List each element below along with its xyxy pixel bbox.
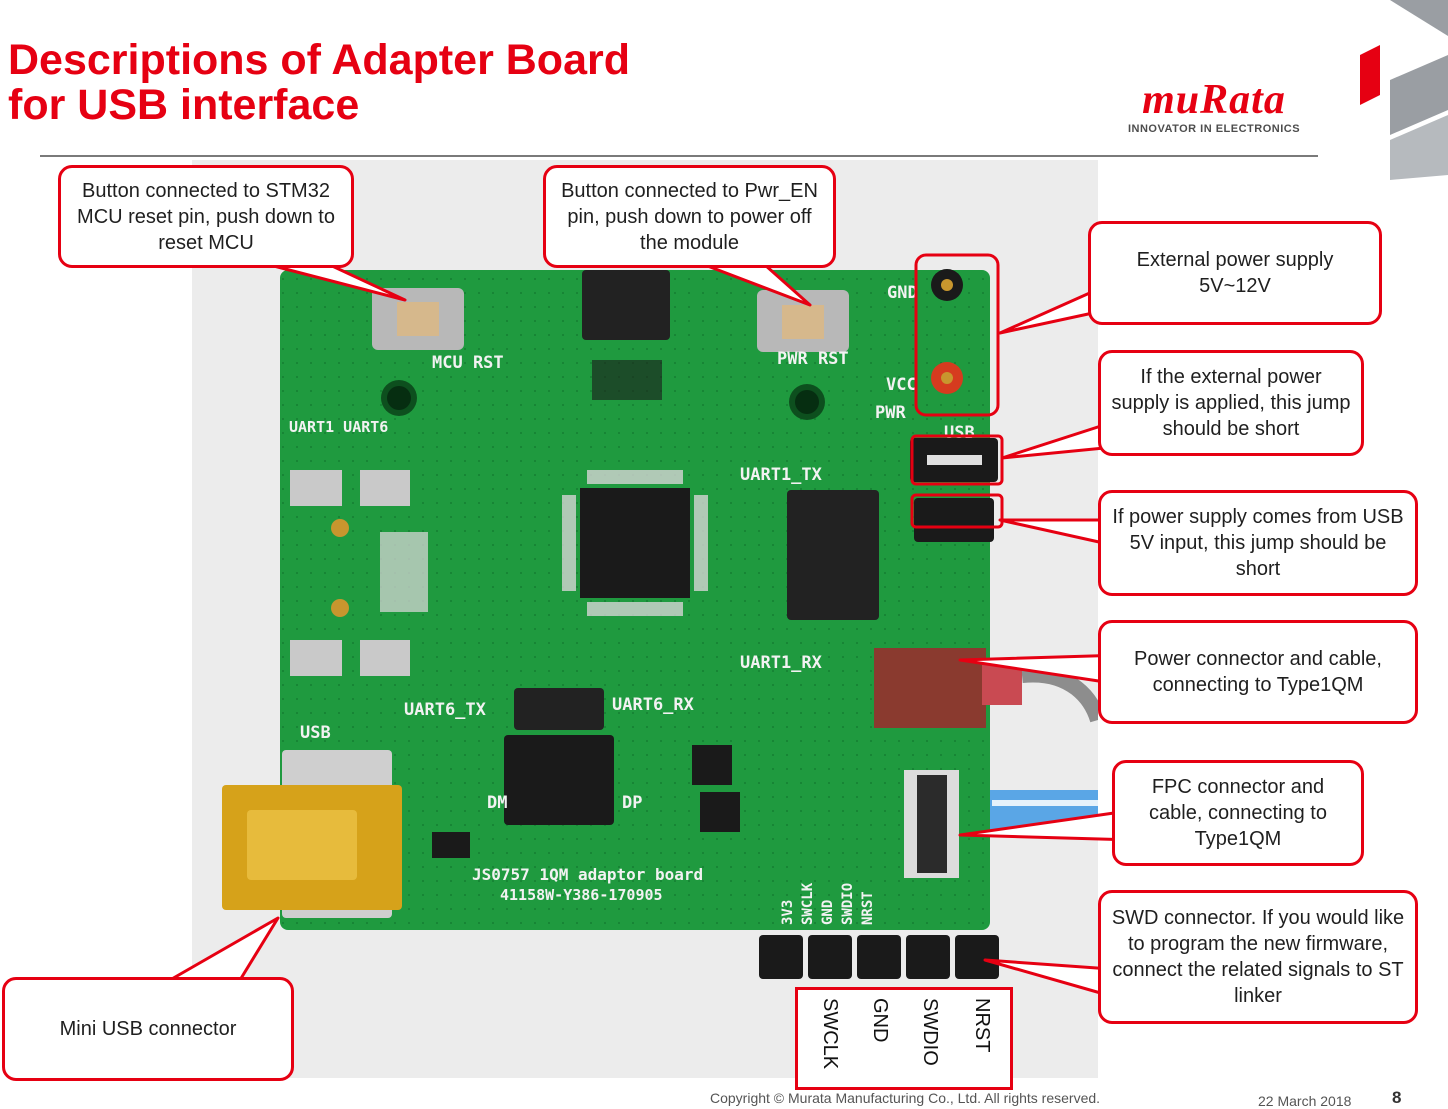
silk-swd-gnd: GND [820,900,836,925]
silk-uart6-rx: UART6_RX [612,695,695,715]
swd-label-nrst: NRST [971,998,993,1053]
callout-external-power: External power supply 5V~12V [1088,221,1382,325]
silk-pwr-rst: PWR RST [777,349,849,369]
page-number: 8 [1392,1088,1402,1107]
callout-external-jumper: If the external power supply is applied,… [1098,350,1364,456]
swd-label-swclk: SWCLK [819,998,841,1070]
silk-swd-swdio: SWDIO [840,883,856,925]
callout-mini-usb: Mini USB connector [2,977,294,1081]
murata-logo: muRata INNOVATOR IN ELECTRONICS [1108,77,1320,140]
silk-uart6-tx: UART6_TX [404,700,487,720]
silk-dm: DM [487,793,507,813]
silk-uart1-rx: UART1_RX [740,653,823,673]
callout-pwr-en: Button connected to Pwr_EN pin, push dow… [543,165,836,268]
logo-wordmark: muRata [1142,77,1286,123]
silk-board-code: 41158W-Y386-170905 [500,886,663,904]
callout-fpc-connector: FPC connector and cable, connecting to T… [1112,760,1364,866]
logo-tagline: INNOVATOR IN ELECTRONICS [1127,123,1301,135]
footer-date: 22 March 2018 [1258,1093,1352,1109]
title-line-1: Descriptions of Adapter Board [8,36,630,84]
silk-uart1-uart6: UART1 UART6 [289,418,388,436]
footer-copyright: Copyright © Murata Manufacturing Co., Lt… [710,1090,1101,1106]
silk-usb: USB [300,723,331,743]
slide-title: Descriptions of Adapter Board for USB in… [8,38,630,128]
silk-usb-jumper: USB [944,423,975,443]
swd-label-swdio: SWDIO [919,998,941,1066]
swd-signal-labels: SWCLK GND SWDIO NRST [795,987,1013,1090]
silk-gnd: GND [887,283,918,303]
silk-board-name: JS0757 1QM adaptor board [472,865,703,884]
silk-swd-3v3: 3V3 [780,900,796,925]
corner-decoration [1360,0,1448,180]
callout-power-connector: Power connector and cable, connecting to… [1098,620,1418,724]
title-line-2: for USB interface [8,81,360,129]
silk-swd-nrst: NRST [860,891,876,925]
swd-label-gnd: GND [869,998,891,1043]
callout-swd-connector: SWD connector. If you would like to prog… [1098,890,1418,1024]
silk-dp: DP [622,793,642,813]
silk-swd-swclk: SWCLK [800,882,816,925]
header-rule [40,155,1318,157]
silk-pwr: PWR [875,403,906,423]
silk-uart1-tx: UART1_TX [740,465,823,485]
callout-mcu-reset: Button connected to STM32 MCU reset pin,… [58,165,354,268]
adapter-board-photo: MCU RST PWR RST GND VCC PWR USB UART1 UA… [192,160,1098,1078]
silk-mcu-rst: MCU RST [432,353,504,373]
silk-vcc: VCC [886,375,917,395]
callout-usb-jumper: If power supply comes from USB 5V input,… [1098,490,1418,596]
